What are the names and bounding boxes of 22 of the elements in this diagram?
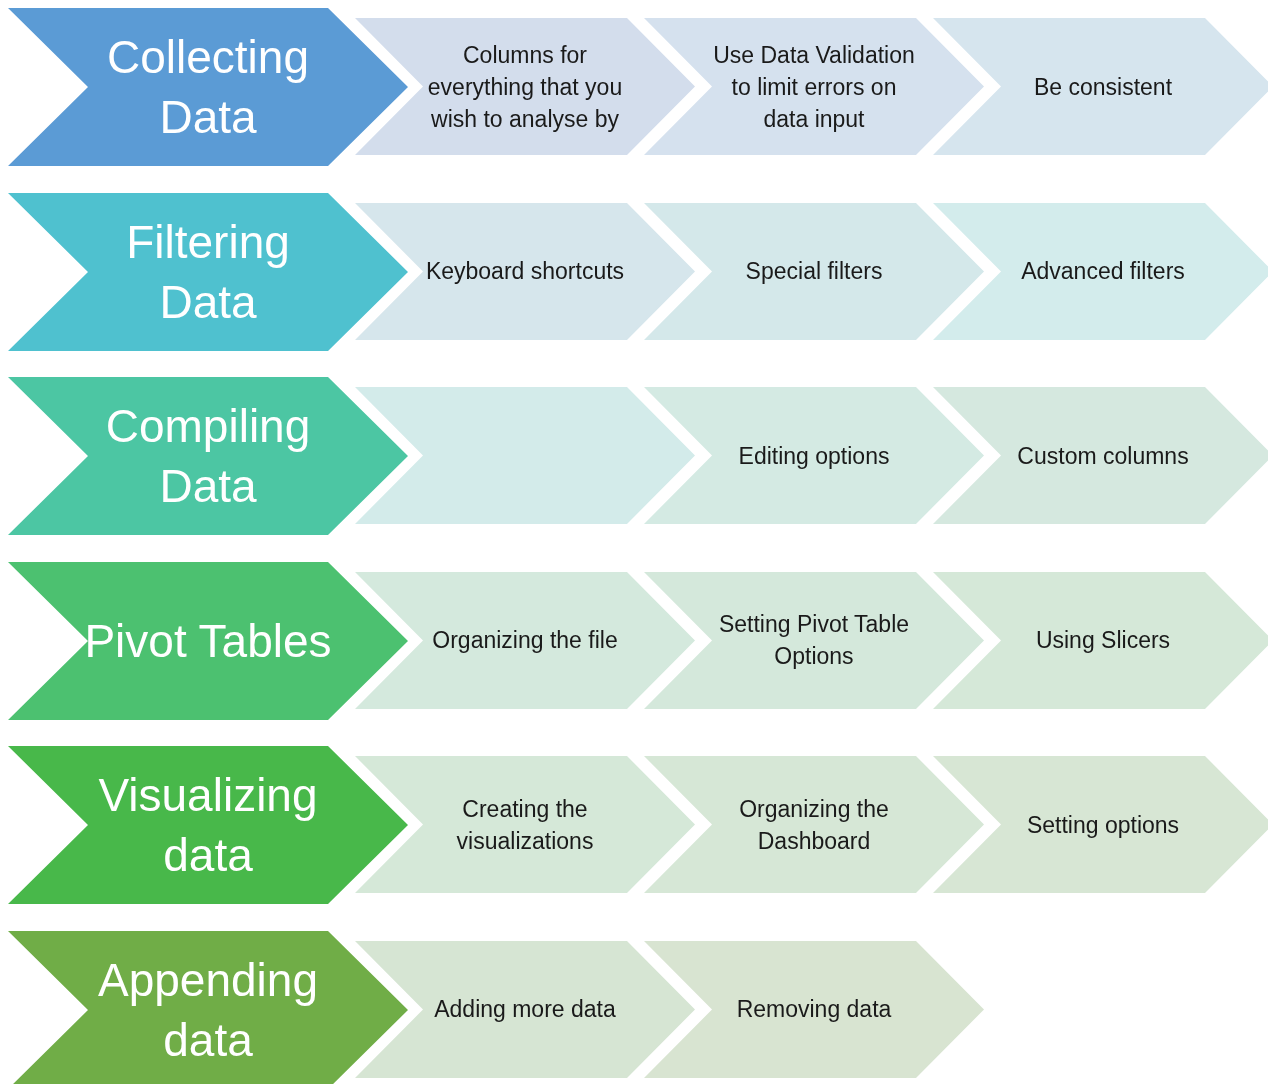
stage-title: Pivot Tables [84,613,332,669]
stage-title: Visualizing data [97,768,319,883]
step-label: Columns for everything that you wish to analyse by [426,40,624,134]
stage-title: Compiling Data [104,399,312,514]
step-label: Removing data [736,995,892,1024]
stage-title: Appending data [97,952,319,1068]
step-label: Organizing the file [432,626,618,655]
step-label: Organizing the Dashboard [738,794,890,856]
step-label: Using Slicers [1035,626,1171,655]
stage-title: Filtering Data [125,214,291,330]
step-label: Be consistent [1033,72,1173,102]
step-label: Creating the visualizations [455,794,595,856]
step-label: Special filters [745,257,883,286]
step-label: Advanced filters [1021,257,1185,286]
step-label: Setting Pivot Table Options [717,610,911,671]
step-label: Custom columns [1017,441,1189,471]
step-label: Adding more data [434,995,616,1024]
step-label: Keyboard shortcuts [425,257,625,286]
stage-title: Collecting Data [106,30,310,145]
step-label: Setting options [1026,810,1180,840]
step-label: Use Data Validation to limit errors on data input [712,40,916,134]
step-label: Editing options [738,441,890,471]
